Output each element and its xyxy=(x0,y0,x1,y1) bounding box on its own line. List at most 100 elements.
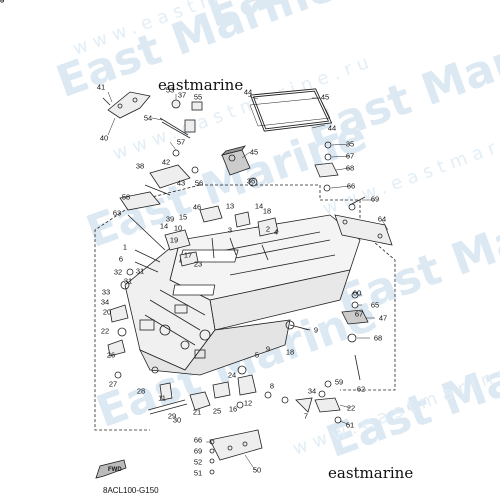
callout-57: 57 xyxy=(176,137,186,147)
callout-42: 42 xyxy=(161,157,171,167)
callout-29: 29 xyxy=(167,411,177,421)
callout-66: 66 xyxy=(193,435,203,445)
callout-56: 56 xyxy=(194,178,204,188)
callout-36: 36 xyxy=(246,176,256,186)
part-10 xyxy=(147,399,188,415)
callout-51: 51 xyxy=(193,468,203,478)
callout-16: 16 xyxy=(228,404,238,414)
callout-55: 55 xyxy=(193,92,203,102)
part-4 xyxy=(257,217,279,237)
callout-40: 40 xyxy=(99,133,109,143)
callout-65: 65 xyxy=(370,300,380,310)
callout-22: 22 xyxy=(100,326,110,336)
part-12 xyxy=(212,381,231,399)
part-45-box xyxy=(220,145,251,176)
callout-43: 43 xyxy=(176,178,186,188)
callout-38: 38 xyxy=(135,161,145,171)
callout-35: 35 xyxy=(345,139,355,149)
callout-34: 34 xyxy=(307,386,317,396)
callout-67: 67 xyxy=(345,151,355,161)
part-22 xyxy=(264,391,272,399)
part-44-frame xyxy=(249,88,333,132)
part-30 xyxy=(117,327,127,337)
callout-37: 37 xyxy=(177,90,187,100)
callout-13: 13 xyxy=(225,201,235,211)
part-11 xyxy=(151,366,159,374)
callout-6: 6 xyxy=(118,254,124,264)
part-54 xyxy=(159,101,203,139)
callout-27: 27 xyxy=(108,379,118,389)
callout-3: 3 xyxy=(227,225,233,235)
callout-14: 14 xyxy=(254,201,264,211)
assembly-boundary-left xyxy=(94,184,201,431)
part-58 xyxy=(191,166,199,174)
stamp-bottom: eastmarine xyxy=(326,464,416,482)
callout-34: 34 xyxy=(100,297,110,307)
callout-44: 44 xyxy=(327,123,337,133)
callout-22: 22 xyxy=(346,403,356,413)
part-34-left xyxy=(126,268,134,276)
part-28 xyxy=(107,339,126,357)
callout-69: 69 xyxy=(370,194,380,204)
assembly-boundary xyxy=(200,184,396,391)
part-24 xyxy=(237,374,257,396)
callout-66: 66 xyxy=(346,181,356,191)
callout-53: 53 xyxy=(165,85,175,95)
part-63 xyxy=(334,214,393,246)
callout-21: 21 xyxy=(192,407,202,417)
callout-10: 10 xyxy=(173,223,183,233)
callout-30: 30 xyxy=(172,415,182,425)
callout-12: 12 xyxy=(243,398,253,408)
callout-5: 5 xyxy=(254,350,260,360)
callout-20: 20 xyxy=(102,307,112,317)
callout-8: 8 xyxy=(269,381,275,391)
part-26 xyxy=(189,391,211,411)
callout-26: 26 xyxy=(106,350,116,360)
hull-frame xyxy=(124,214,361,376)
part-6 xyxy=(261,244,269,261)
callout-49: 49 xyxy=(0,0,4,4)
callout-31: 31 xyxy=(123,276,133,286)
part-36 xyxy=(119,191,161,211)
part-32 xyxy=(134,249,161,263)
callout-64: 64 xyxy=(377,214,387,224)
callout-28: 28 xyxy=(136,386,146,396)
callout-24: 24 xyxy=(227,370,237,380)
fwd-label: FWD xyxy=(108,467,122,473)
callout-67: 67 xyxy=(354,309,364,319)
callout-60: 60 xyxy=(352,288,362,298)
part-60 xyxy=(334,416,342,424)
callout-33: 33 xyxy=(101,287,111,297)
callout-17: 17 xyxy=(183,250,193,260)
part-64 xyxy=(348,196,366,211)
callout-52: 52 xyxy=(193,457,203,467)
part-34 xyxy=(295,397,313,413)
part-40 xyxy=(102,91,151,119)
part-45-frame xyxy=(249,97,331,127)
part-46 xyxy=(127,214,166,251)
part-21 xyxy=(109,304,129,323)
callout-48: 48 xyxy=(0,0,4,4)
callout-39: 39 xyxy=(165,214,175,224)
callout-4: 4 xyxy=(273,227,279,237)
part-29 xyxy=(114,371,122,379)
callout-68: 68 xyxy=(345,163,355,173)
part-53 xyxy=(171,99,181,109)
part-5 xyxy=(237,365,247,375)
callout-7: 7 xyxy=(303,411,309,421)
callout-31: 31 xyxy=(135,266,145,276)
part-18 xyxy=(211,237,215,259)
drawing-code: 8ACL100-G150 xyxy=(103,486,159,495)
parts-67-69-top xyxy=(314,141,339,192)
callout-9: 9 xyxy=(313,325,319,335)
callout-41: 41 xyxy=(96,82,106,92)
stamp-top: eastmarine xyxy=(156,76,246,94)
part-62 xyxy=(318,390,326,398)
callout-63: 63 xyxy=(112,208,122,218)
callout-54: 54 xyxy=(143,113,153,123)
callout-2: 2 xyxy=(265,224,271,234)
callout-45: 45 xyxy=(320,92,330,102)
callout-61: 61 xyxy=(345,420,355,430)
callout-25: 25 xyxy=(212,406,222,416)
